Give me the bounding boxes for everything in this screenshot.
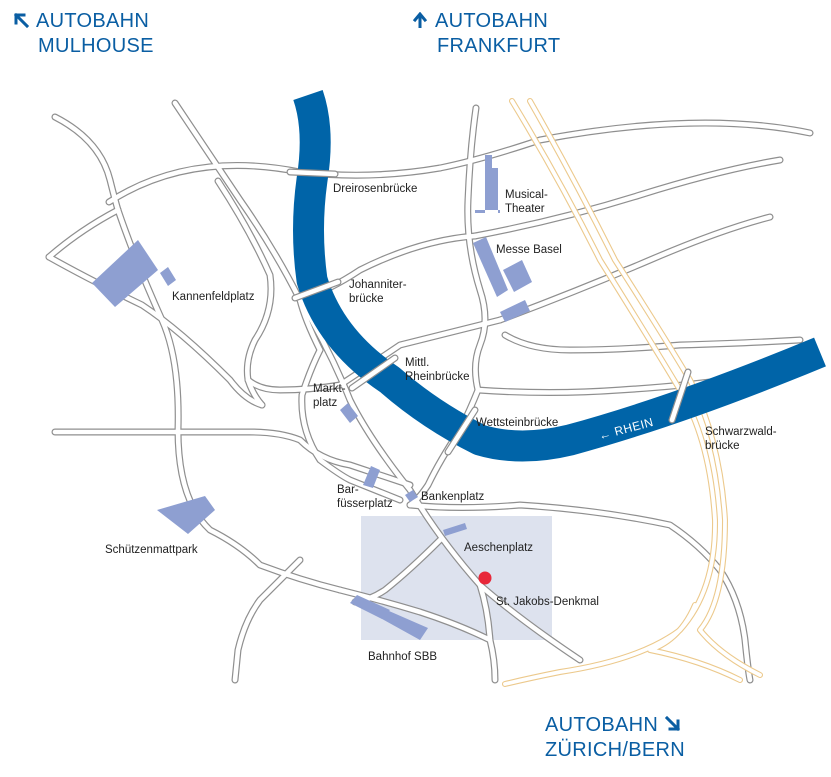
autobahn-zurich-line2: ZÜRICH/BERN (545, 739, 685, 761)
motorway (502, 98, 763, 687)
label-musical-theater-2: Theater (505, 203, 545, 215)
location-dot-icon[interactable] (478, 571, 492, 585)
label-musical-theater-1: Musical- (505, 189, 548, 201)
label-barfuesserplatz-2: füsserplatz (337, 498, 393, 510)
label-bankenplatz: Bankenplatz (421, 491, 485, 503)
label-bahnhof-sbb: Bahnhof SBB (368, 651, 437, 663)
landmark-areas (92, 155, 532, 640)
autobahn-frankfurt-line1: AUTOBAHN (435, 10, 549, 32)
label-marktplatz-2: platz (313, 397, 338, 409)
label-mittl-rheinbruecke-1: Mittl. (405, 357, 429, 369)
autobahn-mulhouse: AUTOBAHN MULHOUSE (13, 9, 154, 59)
bridges (286, 168, 692, 456)
label-schwarzwaldbruecke-2: brücke (705, 440, 740, 452)
area-messe-2 (503, 260, 532, 292)
area-musical-theater (475, 155, 500, 213)
area-kannenfeld-small (160, 267, 176, 286)
label-barfuesserplatz-1: Bar- (337, 484, 359, 496)
area-schuetzenmattpark (157, 496, 215, 534)
area-bahnhof-2 (375, 607, 428, 640)
place-labels: Dreirosenbrücke Musical- Theater Messe B… (105, 183, 777, 663)
area-messe-1 (473, 237, 508, 297)
label-marktplatz-1: Markt- (313, 383, 346, 395)
label-wettsteinbruecke: Wettsteinbrücke (476, 417, 558, 429)
label-schwarzwaldbruecke-1: Schwarzwald- (705, 426, 777, 438)
area-messe-3 (500, 300, 530, 322)
area-kannenfeldpark (92, 240, 158, 307)
label-kannenfeldplatz: Kannenfeldplatz (172, 291, 255, 303)
autobahn-mulhouse-line2: MULHOUSE (38, 35, 154, 57)
autobahn-mulhouse-line1: AUTOBAHN (36, 10, 150, 32)
autobahn-frankfurt-line2: FRANKFURT (437, 35, 561, 57)
label-schuetzenmattpark: Schützenmattpark (105, 544, 198, 556)
label-mittl-rheinbruecke-2: Rheinbrücke (405, 371, 470, 383)
label-dreirosenbruecke: Dreirosenbrücke (333, 183, 417, 195)
label-st-jakobs-denkmal: St. Jakobs-Denkmal (496, 596, 599, 608)
river-rhine (293, 89, 826, 462)
area-aeschenplatz (443, 523, 467, 536)
arrow-down-right-icon (665, 716, 681, 732)
area-barfuesserplatz (363, 466, 380, 488)
autobahn-frankfurt: AUTOBAHN FRANKFURT (412, 9, 560, 59)
label-aeschenplatz: Aeschenplatz (464, 542, 533, 554)
label-messe-basel: Messe Basel (496, 244, 562, 256)
autobahn-zurich-bern: AUTOBAHN ZÜRICH/BERN (545, 713, 685, 763)
arrow-up-icon (412, 12, 428, 28)
autobahn-zurich-line1: AUTOBAHN (545, 714, 659, 736)
arrow-up-left-icon (13, 12, 29, 28)
area-bankenplatz (405, 490, 418, 502)
label-johanniterbruecke-2: brücke (349, 293, 384, 305)
label-johanniterbruecke-1: Johanniter- (349, 279, 407, 291)
area-marktplatz (340, 403, 358, 423)
